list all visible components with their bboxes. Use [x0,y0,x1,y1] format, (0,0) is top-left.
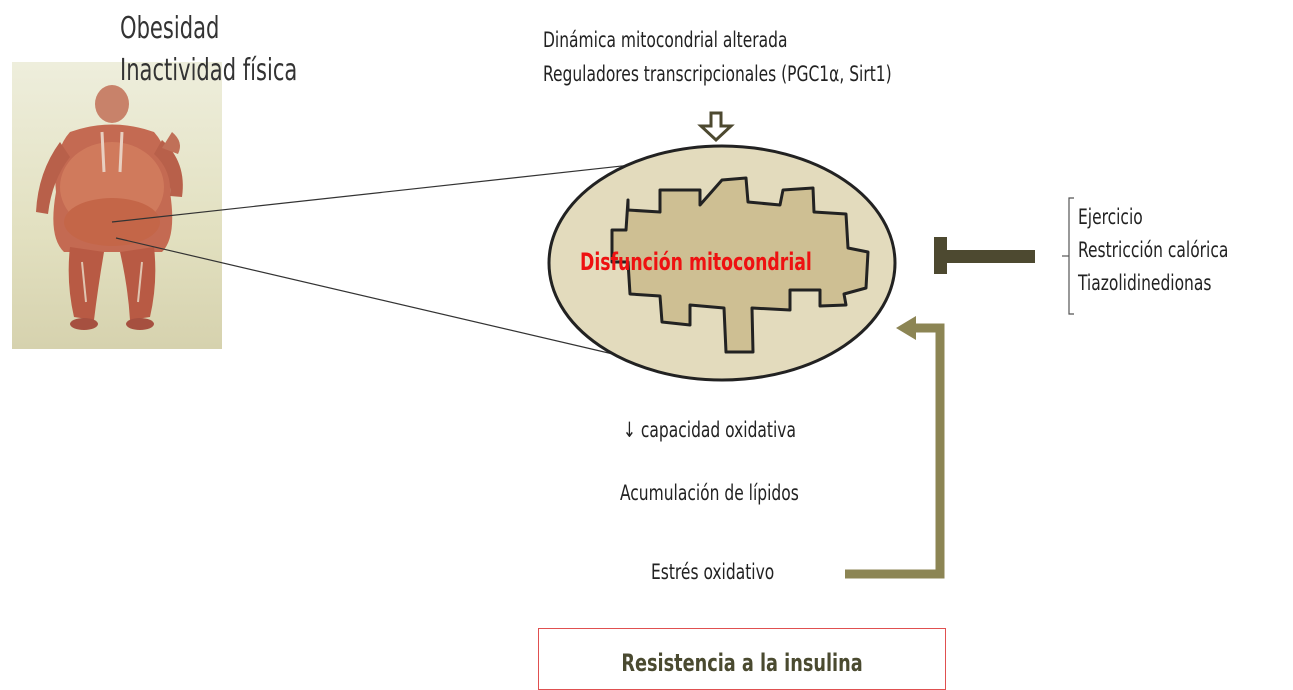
t-bar-inhibitor-icon [934,237,1035,274]
therapies-list: Ejercicio Restricción calórica Tiazolidi… [1078,207,1228,306]
zoom-line-lower [115,237,631,359]
zoom-line-upper [111,163,641,223]
top-factors: Dinámica mitocondrial alterada Regulador… [543,30,892,98]
therapy-thiazolidinediones: Tiazolidinedionas [1078,271,1212,295]
effect-oxidative-stress: Estrés oxidativo [651,560,775,584]
therapies-bracket [1062,197,1074,315]
risk-factors: Obesidad Inactividad física [120,14,297,98]
effect-lipid-accumulation: Acumulación de lípidos [620,481,799,505]
top-factor-dynamics: Dinámica mitocondrial alterada [543,28,788,52]
effect-oxidative-capacity: ↓ capacidad oxidativa [623,418,796,442]
outcome-label: Resistencia a la insulina [621,649,863,677]
therapy-exercise: Ejercicio [1078,205,1143,229]
top-factor-regulators: Reguladores transcripcionales (PGC1α, Si… [543,62,892,86]
obese-human-figure-image [12,62,222,349]
center-label: Disfunción mitocondrial [580,248,812,276]
risk-factor-inactivity: Inactividad física [120,53,298,88]
mitochondrion-inner-membrane [610,176,870,354]
therapy-caloric-restriction: Restricción calórica [1078,238,1229,262]
hollow-down-arrow-icon [697,111,735,143]
outcome-box: Resistencia a la insulina [538,628,946,690]
risk-factor-obesity: Obesidad [120,11,220,46]
feedback-arrow-icon [845,316,945,579]
